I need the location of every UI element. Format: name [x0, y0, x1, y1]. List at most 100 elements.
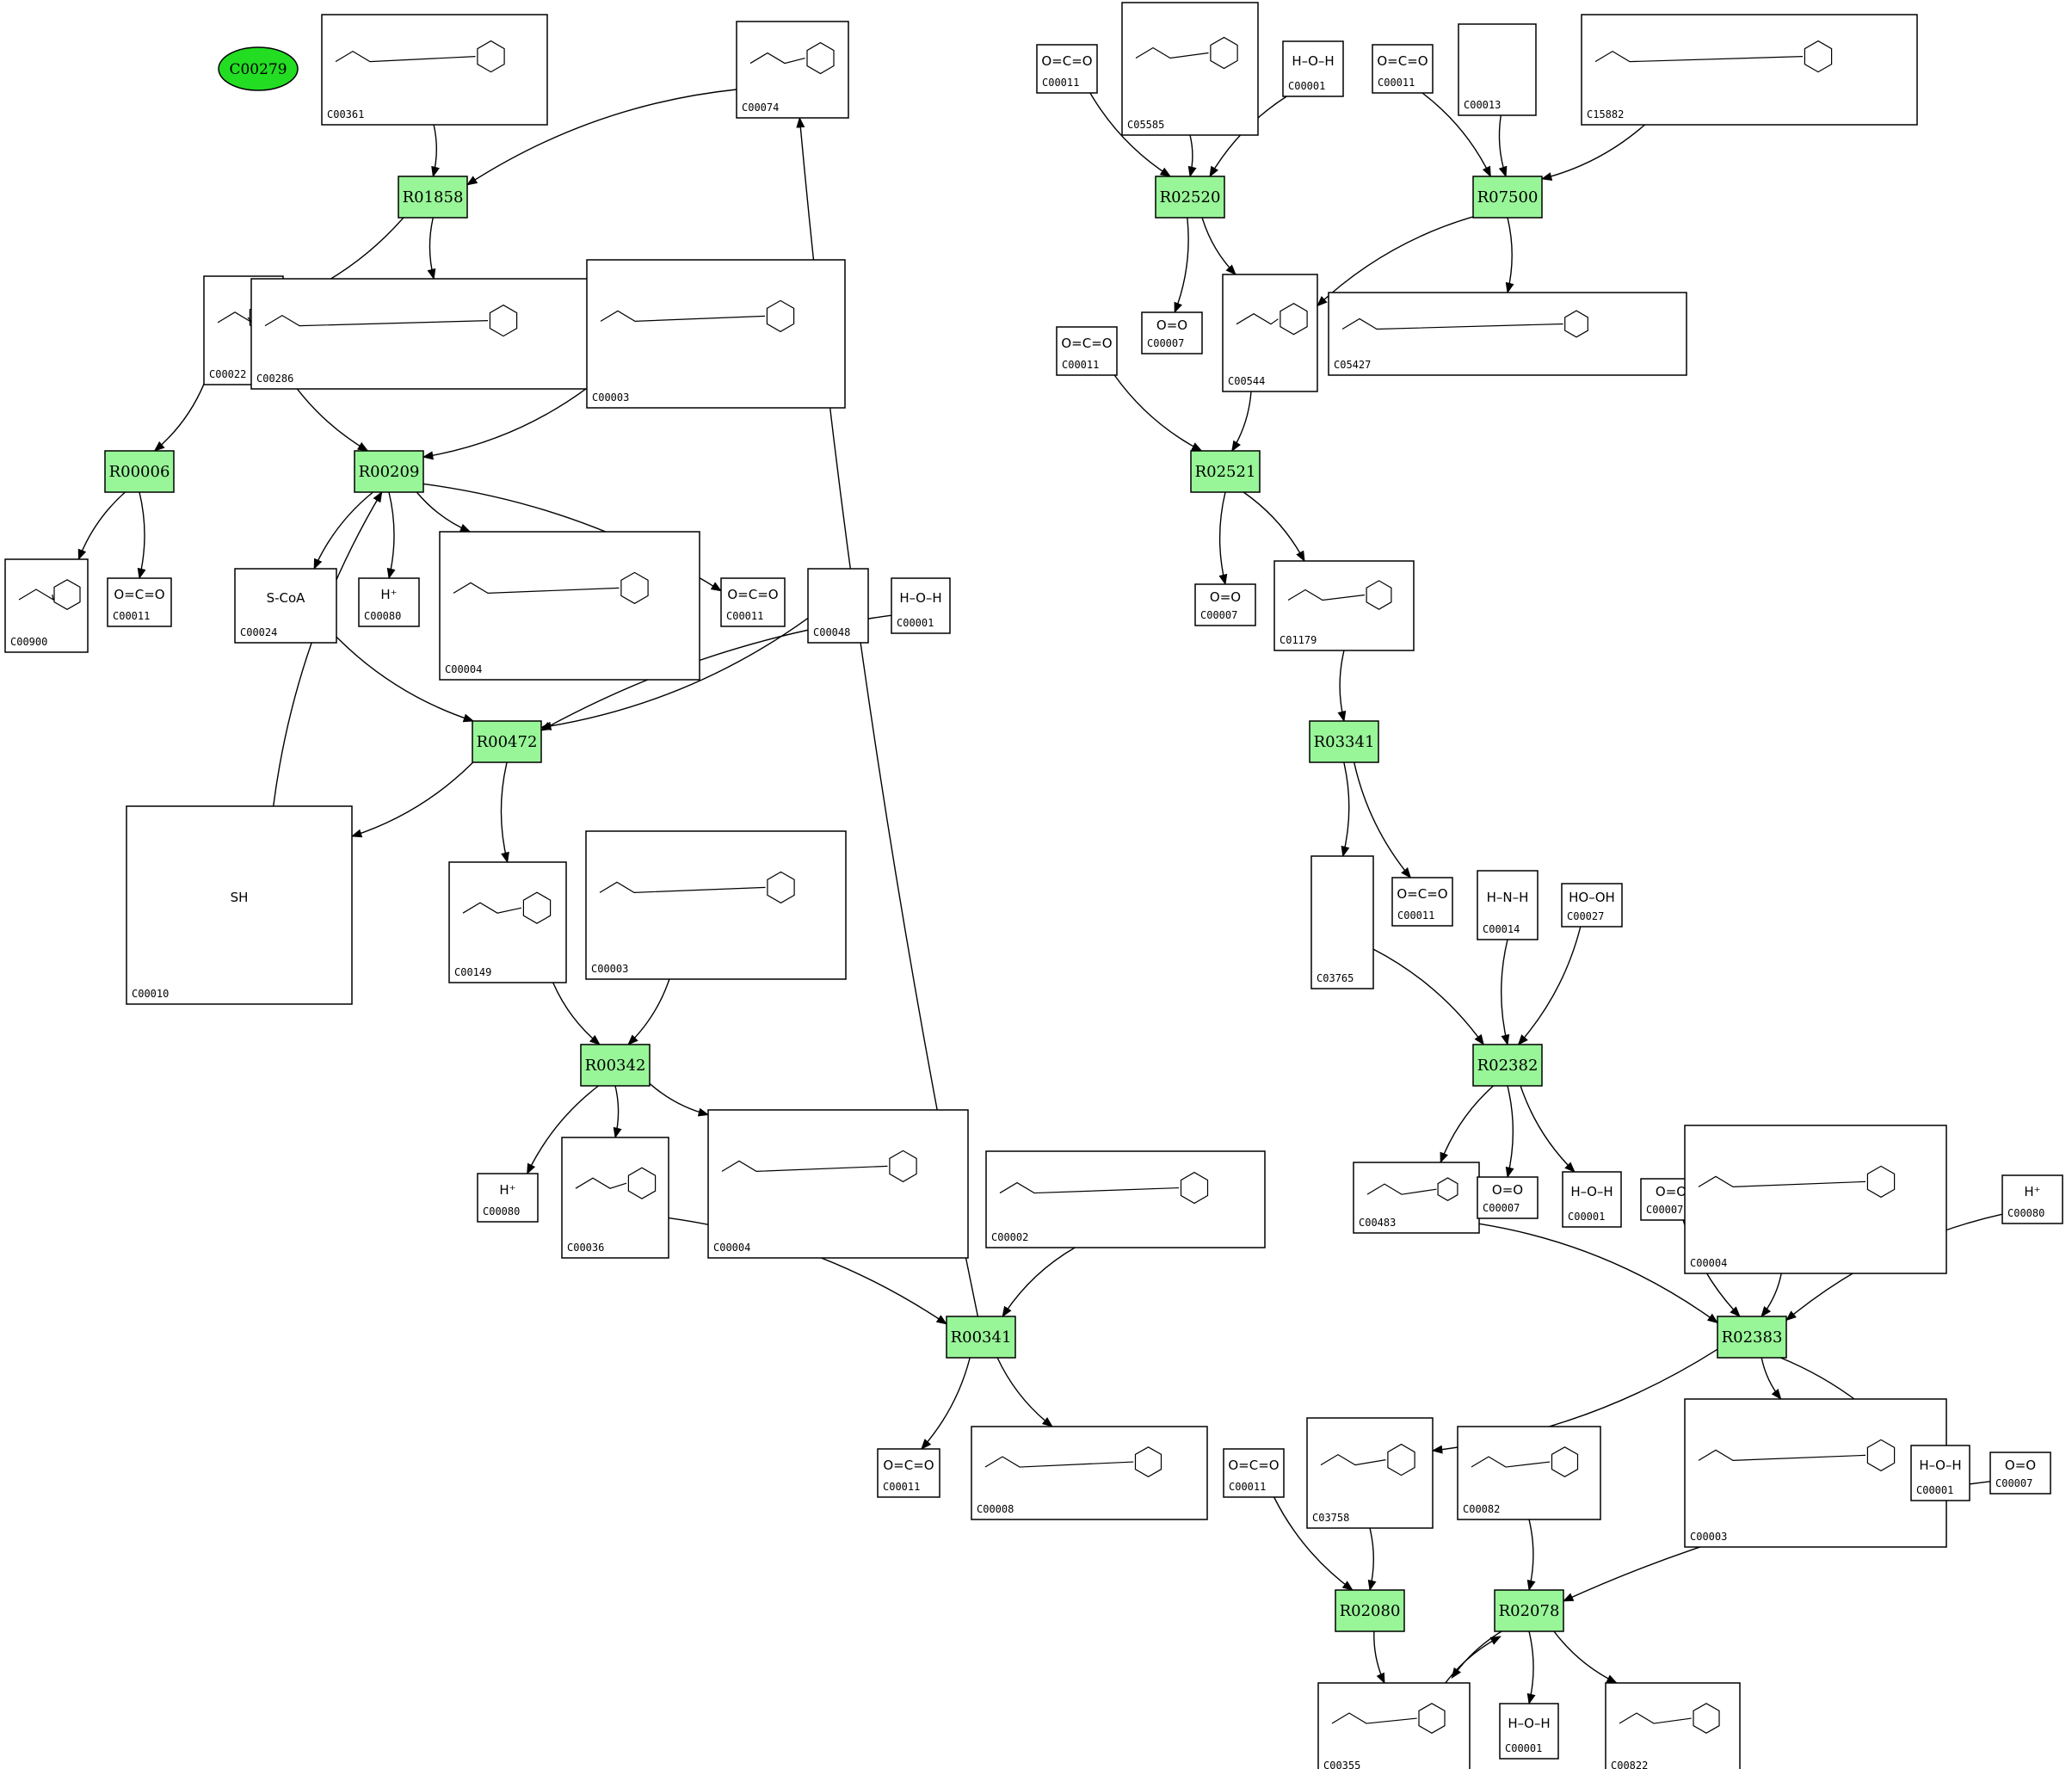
reaction-box[interactable]: [398, 176, 468, 219]
compound-box[interactable]: [2001, 1174, 2063, 1224]
compound-box[interactable]: [1562, 1171, 1622, 1228]
compound-box[interactable]: [1121, 2, 1259, 136]
compound-c00048[interactable]: C00048: [807, 568, 869, 644]
compound-c00074[interactable]: C00074: [736, 21, 849, 119]
compound-c00036[interactable]: C00036: [561, 1137, 669, 1259]
compound-box[interactable]: [1353, 1162, 1480, 1234]
compound-box[interactable]: [1372, 44, 1434, 94]
compound-box[interactable]: [807, 568, 869, 644]
compound-box[interactable]: [736, 21, 849, 119]
compound-c00004[interactable]: C00004: [439, 531, 700, 681]
compound-c03765[interactable]: C03765: [1310, 855, 1374, 989]
compound-c00483[interactable]: C00483: [1353, 1162, 1480, 1234]
compound-box[interactable]: [1499, 1703, 1559, 1760]
compound-box[interactable]: [1056, 326, 1118, 376]
reaction-r00006[interactable]: R00006: [104, 450, 175, 493]
compound-box[interactable]: [891, 577, 951, 634]
compound-box[interactable]: [561, 1137, 669, 1259]
compound-box[interactable]: [1477, 870, 1539, 940]
compound-box[interactable]: [1223, 1448, 1285, 1498]
compound-c00003[interactable]: C00003: [586, 259, 846, 409]
reaction-r03341[interactable]: R03341: [1309, 720, 1379, 763]
reaction-box[interactable]: [1717, 1316, 1787, 1359]
compound-box[interactable]: [448, 861, 567, 983]
compound-box[interactable]: [477, 1173, 539, 1223]
compound-box[interactable]: [1282, 40, 1344, 97]
reaction-r02382[interactable]: R02382: [1472, 1044, 1543, 1087]
compound-c00355[interactable]: C00355: [1317, 1682, 1471, 1769]
compound-box[interactable]: [1391, 877, 1453, 927]
compound-box[interactable]: [585, 830, 847, 980]
compound-box[interactable]: [985, 1150, 1266, 1248]
compound-box[interactable]: [358, 577, 420, 627]
compound-c00900[interactable]: C00900: [4, 558, 89, 653]
reaction-r01858[interactable]: R01858: [398, 176, 468, 219]
compound-box[interactable]: [234, 568, 337, 644]
compound-box[interactable]: [1194, 583, 1256, 626]
compound-box[interactable]: [126, 805, 353, 1005]
compound-c00080[interactable]: H⁺C00080: [358, 577, 420, 627]
compound-box[interactable]: [1306, 1417, 1434, 1529]
compound-c00822[interactable]: C00822: [1605, 1682, 1741, 1769]
reaction-r02078[interactable]: R02078: [1494, 1589, 1564, 1632]
reaction-r02383[interactable]: R02383: [1717, 1316, 1787, 1359]
compound-c00003[interactable]: C00003: [585, 830, 847, 980]
compound-box[interactable]: [971, 1426, 1208, 1520]
compound-box[interactable]: [439, 531, 700, 681]
compound-box[interactable]: [1684, 1398, 1947, 1548]
compound-c00080[interactable]: H⁺C00080: [2001, 1174, 2063, 1224]
reaction-r02080[interactable]: R02080: [1335, 1589, 1405, 1632]
reaction-box[interactable]: [1472, 176, 1543, 219]
highlight-node[interactable]: C00279: [218, 46, 299, 91]
reaction-box[interactable]: [1472, 1044, 1543, 1087]
compound-c01179[interactable]: C01179: [1273, 560, 1415, 651]
reaction-r02520[interactable]: R02520: [1155, 176, 1225, 219]
reaction-box[interactable]: [1309, 720, 1379, 763]
reaction-r00209[interactable]: R00209: [354, 450, 424, 493]
reaction-r00472[interactable]: R00472: [472, 720, 542, 763]
compound-c00082[interactable]: C00082: [1457, 1426, 1601, 1520]
compound-c00004[interactable]: C00004: [1684, 1125, 1947, 1274]
reaction-box[interactable]: [1190, 450, 1261, 493]
compound-c15882[interactable]: C15882: [1581, 14, 1918, 126]
reaction-r00342[interactable]: R00342: [580, 1044, 651, 1087]
compound-box[interactable]: [321, 14, 548, 126]
reaction-r00341[interactable]: R00341: [946, 1316, 1016, 1359]
reaction-box[interactable]: [104, 450, 175, 493]
compound-c00361[interactable]: C00361: [321, 14, 548, 126]
compound-c05585[interactable]: C05585: [1121, 2, 1259, 136]
compound-box[interactable]: [250, 278, 619, 390]
compound-box[interactable]: [1317, 1682, 1471, 1769]
compound-box[interactable]: [1605, 1682, 1741, 1769]
compound-box[interactable]: [1036, 44, 1098, 94]
compound-c00013[interactable]: C00013: [1458, 23, 1537, 116]
compound-c00003[interactable]: C00003: [1684, 1398, 1947, 1548]
compound-c00286[interactable]: C00286: [250, 278, 619, 390]
compound-c00008[interactable]: C00008: [971, 1426, 1208, 1520]
reaction-box[interactable]: [472, 720, 542, 763]
compound-box[interactable]: [586, 259, 846, 409]
reaction-box[interactable]: [1335, 1589, 1405, 1632]
reaction-box[interactable]: [1155, 176, 1225, 219]
compound-box[interactable]: [1273, 560, 1415, 651]
reaction-box[interactable]: [580, 1044, 651, 1087]
compound-c00080[interactable]: H⁺C00080: [477, 1173, 539, 1223]
compound-box[interactable]: [1989, 1452, 2051, 1495]
compound-box[interactable]: [1581, 14, 1918, 126]
compound-c00544[interactable]: C00544: [1222, 274, 1318, 392]
